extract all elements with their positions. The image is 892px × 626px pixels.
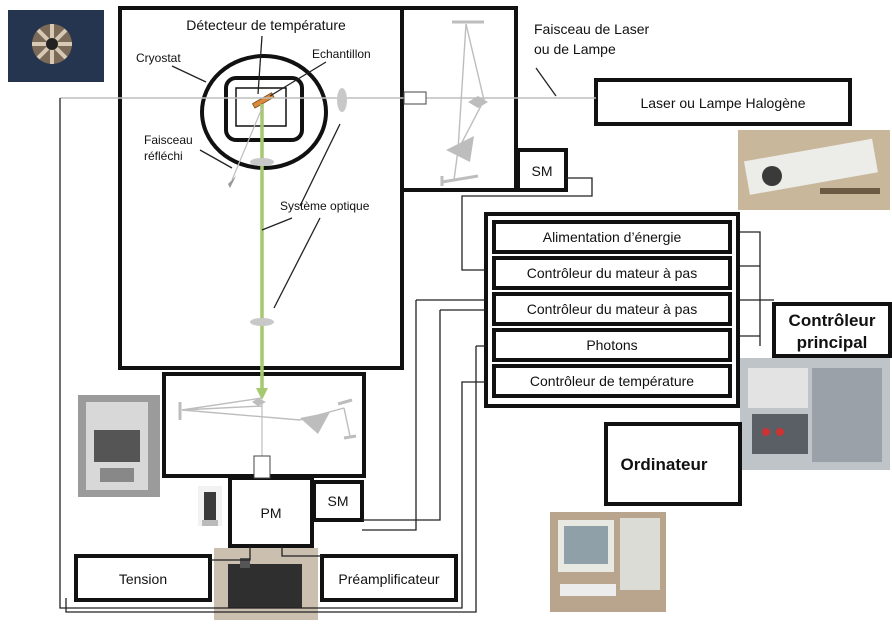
photo-cryostat-detail — [8, 10, 104, 82]
label-pm: PM — [261, 505, 282, 521]
label-cryostat: Cryostat — [136, 51, 181, 65]
prism-top — [446, 136, 474, 162]
computer-box — [604, 422, 742, 506]
rack-row-box — [492, 364, 732, 398]
preamp-box — [320, 554, 458, 602]
label-preamp: Préamplificateur — [338, 571, 439, 587]
label-sm-bottom: SM — [328, 493, 349, 509]
photo-controller-rack — [740, 358, 890, 470]
prism-bottom — [300, 412, 330, 434]
photo-computer — [550, 512, 666, 612]
rack-row-label: Contrôleur du mateur à pas — [527, 301, 697, 317]
pm-window — [253, 455, 271, 479]
label-main-controller-2: principal — [797, 333, 868, 352]
entrance-slit — [403, 91, 427, 105]
label-laser-source: Laser ou Lampe Halogène — [640, 95, 805, 111]
label-optical-system: Système optique — [280, 199, 370, 213]
rack-row-box — [492, 220, 732, 254]
bottom-spectrometer-optics — [178, 397, 357, 440]
label-detector: Détecteur de température — [186, 17, 346, 33]
lens-lower — [250, 318, 274, 326]
rack-row-box — [492, 292, 732, 326]
rack-row-box — [492, 328, 732, 362]
label-sm-top: SM — [532, 163, 553, 179]
sm-top-box — [516, 148, 568, 192]
reflected-beam-line — [231, 107, 263, 181]
label-reflected-beam-1: Faisceau — [144, 133, 193, 147]
label-main-controller-1: Contrôleur — [789, 311, 876, 330]
monochromator-top-frame — [400, 6, 518, 192]
photo-pm-tube — [198, 486, 222, 526]
annotation-pointers — [171, 35, 557, 309]
rack-row-label: Alimentation d’énergie — [543, 229, 682, 245]
photo-laser-lamp — [738, 130, 890, 210]
rack-row-box — [492, 256, 732, 290]
photo-preamp-box — [214, 548, 318, 620]
label-tension: Tension — [119, 571, 167, 587]
beam-arrowhead — [256, 388, 268, 400]
top-monochromator-optics — [440, 20, 485, 186]
main-controller-box — [772, 302, 892, 358]
label-laser-beam-2: ou de Lampe — [534, 41, 616, 57]
tension-box — [74, 554, 212, 602]
label-sample: Echantillon — [312, 47, 371, 61]
lens-entrance — [337, 88, 347, 112]
label-reflected-beam-2: réfléchi — [144, 149, 183, 163]
photo-spectrometer — [78, 395, 160, 497]
rack-bracket — [740, 231, 774, 346]
rack-row-label: Photons — [586, 337, 637, 353]
rack-row-label: Contrôleur du mateur à pas — [527, 265, 697, 281]
lens-upper — [250, 158, 274, 166]
sm-bottom-box — [312, 480, 364, 522]
signal-wiring — [59, 98, 593, 613]
laser-source-box — [594, 78, 852, 126]
label-computer: Ordinateur — [621, 455, 708, 474]
label-laser-beam-1: Faisceau de Laser — [534, 21, 650, 37]
rack-row-label: Contrôleur de température — [530, 373, 694, 389]
